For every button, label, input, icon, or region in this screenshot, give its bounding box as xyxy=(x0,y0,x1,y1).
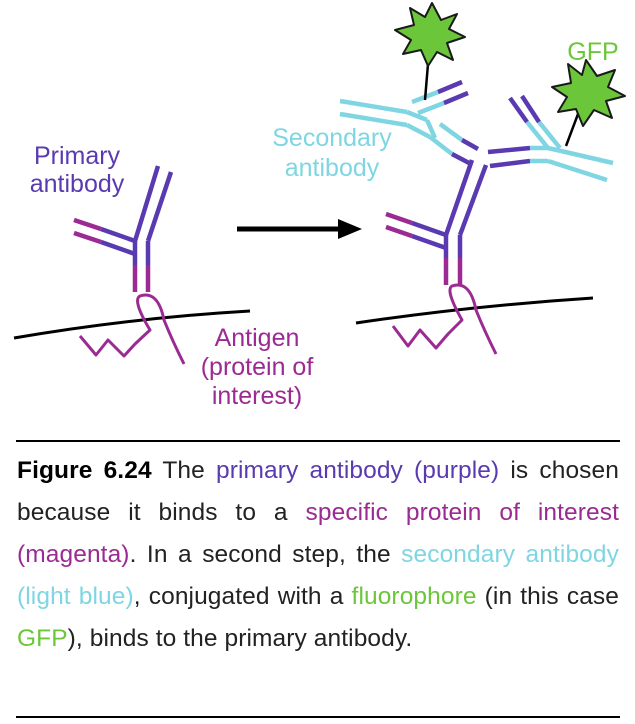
antigen-label-line3: interest) xyxy=(212,382,302,410)
membrane-line-left xyxy=(13,309,251,340)
caption-text-1: The xyxy=(151,457,216,484)
antigen-right xyxy=(391,283,498,355)
primary-antibody-label-line1: Primary xyxy=(34,142,121,170)
caption-fluorophore-word: fluorophore xyxy=(351,583,477,610)
gfp-label: GFP xyxy=(567,38,618,66)
secondary-antibody-label-line1: Secondary xyxy=(272,124,392,152)
antibody-diagram: Primary antibody Secondary antibody GFP … xyxy=(13,2,626,410)
primary-antibody-left xyxy=(73,165,174,292)
process-arrow-head xyxy=(338,219,362,239)
figure-caption: Figure 6.24 The primary antibody (purple… xyxy=(17,450,619,660)
secondary-antibody-upper xyxy=(339,79,480,166)
gfp-linker-top xyxy=(423,63,430,101)
caption-gfp-word: GFP xyxy=(17,625,68,652)
secondary-antibody-right xyxy=(487,94,614,183)
secondary-antibody-label-line2: antibody xyxy=(285,154,380,182)
caption-text-2: is chosen because it binds to a xyxy=(17,457,619,526)
antigen-left xyxy=(78,293,186,365)
caption-text-4: , conjugated with a xyxy=(133,583,352,610)
gfp-star-top-icon xyxy=(394,2,466,67)
caption-bottom-rule xyxy=(16,716,620,718)
caption-top-rule xyxy=(16,440,620,442)
caption-text-3: . In a second step, the xyxy=(129,541,402,568)
caption-secondary-phrase: secondary antibody (light blue) xyxy=(17,541,619,610)
caption-primary-phrase: primary antibody (purple) xyxy=(215,457,500,484)
caption-protein-phrase: specific protein of interest (magenta) xyxy=(17,499,619,568)
primary-antibody-right xyxy=(385,159,489,285)
membrane-line-right xyxy=(355,296,594,325)
gfp-star-right-icon xyxy=(551,59,626,127)
caption-text-5: (in this case xyxy=(476,583,620,610)
antigen-label-line1: Antigen xyxy=(215,324,300,352)
antigen-label-line2: (protein of xyxy=(201,353,314,381)
primary-antibody-label-line2: antibody xyxy=(30,170,125,198)
figure-label: Figure 6.24 xyxy=(17,457,152,484)
caption-text-6: ), binds to the primary antibody. xyxy=(67,625,413,652)
